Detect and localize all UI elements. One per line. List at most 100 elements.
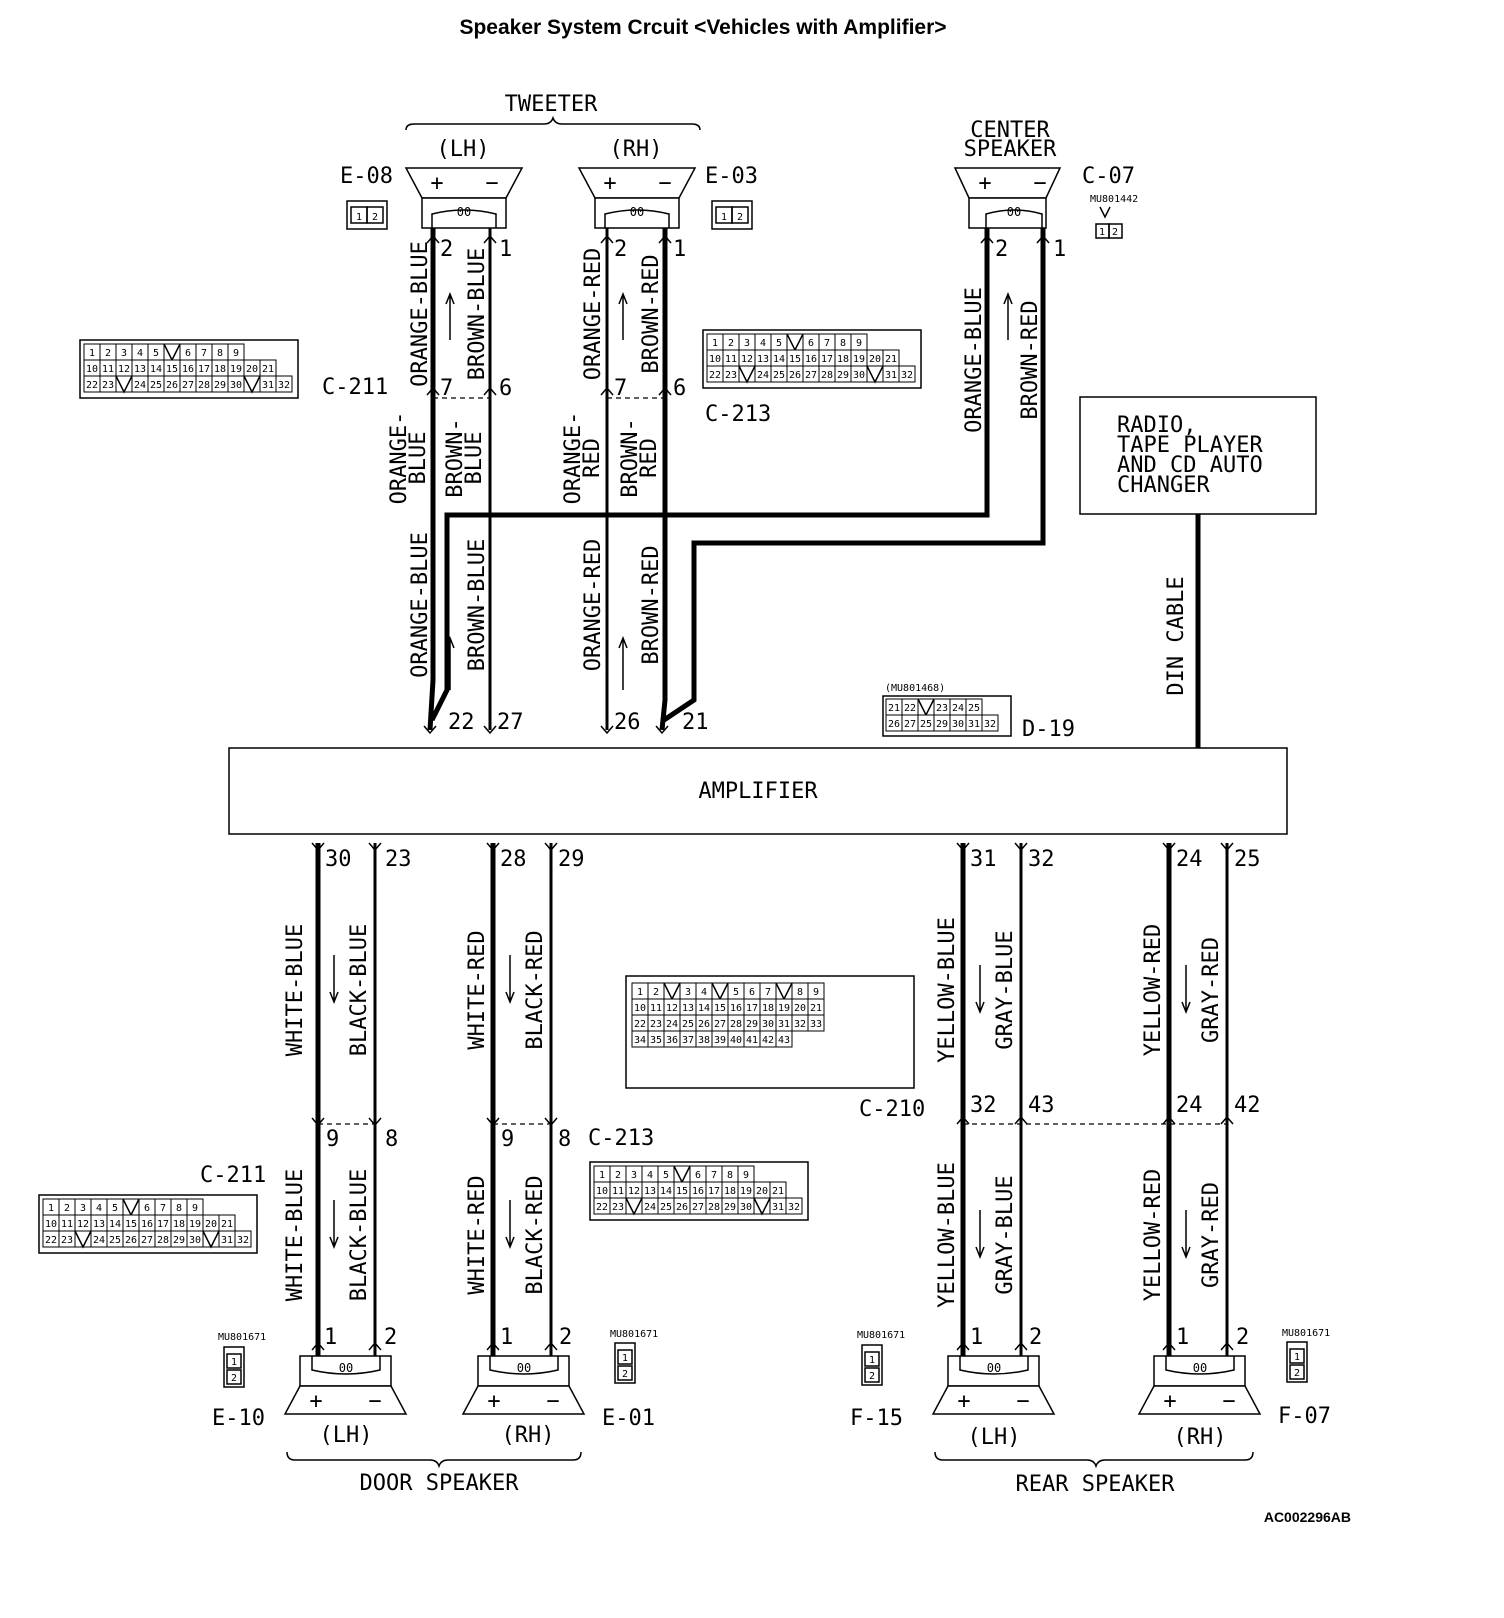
connector-pin-cell — [785, 1197, 803, 1215]
center-speaker-label-line1: CENTER — [970, 118, 1050, 143]
connector-pin-number: 1 — [637, 987, 643, 998]
connector-pin-number: 17 — [746, 1003, 758, 1014]
connector-pin-number: 3 — [121, 348, 127, 359]
pin-label: 9 — [501, 1127, 514, 1152]
connector-pin-number: 22 — [86, 380, 98, 391]
connector-pin-number: 22 — [634, 1019, 646, 1030]
connector-pin-number: 1 — [712, 338, 718, 349]
connector-pin-number: 8 — [217, 348, 223, 359]
wire-color-label: BLACK-BLUE — [347, 1169, 372, 1301]
connector-c211-top-label: C-211 — [322, 375, 388, 400]
svg-text:1: 1 — [869, 1355, 875, 1366]
connector-pin-number: 18 — [762, 1003, 774, 1014]
connector-pin-number: 9 — [192, 1203, 198, 1214]
connector-pin-number: 29 — [837, 370, 849, 381]
coil-icon: 00 — [457, 205, 471, 219]
connector-pin-cell — [981, 714, 999, 732]
connector-pin-number: 7 — [160, 1203, 166, 1214]
connector-c211-bottom-label: C-211 — [200, 1163, 266, 1188]
connector-pin-number: 13 — [93, 1219, 105, 1230]
pin-label: 1 — [1176, 1325, 1189, 1350]
connector-pin-cell — [202, 1230, 220, 1248]
wire-color-label: ORANGE-BLUE — [408, 532, 433, 678]
connector-pin-number: 29 — [724, 1202, 736, 1213]
connector-pin-number: 4 — [760, 338, 766, 349]
connector-pin-number: 12 — [118, 364, 130, 375]
connector-pin-number: 13 — [682, 1003, 694, 1014]
connector-pin-number: 28 — [821, 370, 833, 381]
coil-icon: 00 — [1007, 205, 1021, 219]
reference-code: AC002296AB — [1264, 1509, 1351, 1525]
connector-pin-number: 18 — [724, 1186, 736, 1197]
connector-pin-number: 13 — [757, 354, 769, 365]
connector-pin-number: 18 — [214, 364, 226, 375]
wire-color-label: BROWN- — [443, 418, 468, 497]
pin-label: 2 — [384, 1325, 397, 1350]
pin-label: 25 — [1234, 847, 1261, 872]
wire-color-label: YELLOW-BLUE — [935, 917, 960, 1063]
connector-pin-number: 2 — [105, 348, 111, 359]
connector-pin-number: 14 — [150, 364, 162, 375]
connector-pin-number: 9 — [233, 348, 239, 359]
connector-pin-cell — [775, 1030, 793, 1048]
svg-text:1: 1 — [721, 212, 727, 223]
part-number-e01: MU801671 — [610, 1329, 658, 1340]
connector-pin-number: 12 — [628, 1186, 640, 1197]
connector-pin-number: 26 — [125, 1235, 137, 1246]
connector-pin-number: 37 — [682, 1035, 694, 1046]
wire-color-label: BLACK-BLUE — [347, 924, 372, 1056]
minus-icon: − — [1222, 1389, 1235, 1414]
wire-color-label: ORANGE- — [387, 412, 412, 505]
connector-pin-number: 28 — [730, 1019, 742, 1030]
part-number-d19: (MU801468) — [885, 683, 945, 694]
connector-pin-number: 10 — [634, 1003, 646, 1014]
amplifier-box: AMPLIFIER — [228, 747, 1288, 835]
wire-rear-lh — [960, 843, 1023, 1356]
connector-pin-number: 15 — [125, 1219, 137, 1230]
pin-label: 1 — [673, 237, 686, 262]
pin-label: 2 — [995, 237, 1008, 262]
connector-blank-mark — [753, 1197, 771, 1216]
part-number-f15: MU801671 — [857, 1330, 905, 1341]
plus-icon: + — [957, 1389, 970, 1414]
pin-label: 24 — [1176, 1093, 1203, 1118]
connector-pin-number: 16 — [141, 1219, 153, 1230]
pin-label: 1 — [1053, 237, 1066, 262]
svg-text:2: 2 — [622, 1369, 628, 1380]
connector-pin-number: 41 — [746, 1035, 758, 1046]
wire-color-label: YELLOW-RED — [1141, 1169, 1166, 1301]
svg-text:2: 2 — [1112, 227, 1118, 238]
wire-color-label: BLACK-RED — [523, 930, 548, 1049]
connector-pin-cell — [898, 365, 916, 383]
tweeter-lh-speaker: + − 00 — [404, 167, 524, 229]
up-arrow-icon — [445, 291, 1013, 690]
connector-pin-number: 24 — [644, 1202, 656, 1213]
connector-pin-number: 32 — [278, 380, 290, 391]
connector-pin-number: 7 — [765, 987, 771, 998]
plus-icon: + — [309, 1389, 322, 1414]
center-speaker: + − 00 — [953, 167, 1062, 229]
rear-speaker-rh: 00 + − — [1137, 1355, 1262, 1415]
svg-text:1: 1 — [1099, 227, 1105, 238]
connector-pin-number: 23 — [650, 1019, 662, 1030]
plus-icon: + — [603, 171, 616, 196]
connector-pin-number: 11 — [612, 1186, 624, 1197]
connector-pin-number: 24 — [757, 370, 769, 381]
radio-box: RADIO, TAPE PLAYER AND CD AUTO CHANGER — [1079, 396, 1317, 515]
connector-pin-number: 8 — [797, 987, 803, 998]
connector-pin-number: 25 — [773, 370, 785, 381]
wire-color-label: WHITE-RED — [465, 1175, 490, 1294]
connector-blank-mark — [625, 1197, 643, 1216]
connector-pin-number: 24 — [666, 1019, 678, 1030]
plus-icon: + — [978, 171, 991, 196]
connector-pin-number: 30 — [230, 380, 242, 391]
plus-icon: + — [430, 171, 443, 196]
wire-door-lh — [315, 843, 377, 1356]
connector-pin-number: 21 — [221, 1219, 233, 1230]
down-arrow-icon — [329, 955, 1191, 1260]
connector-pin-number: 27 — [904, 719, 916, 730]
connector-pin-number: 19 — [189, 1219, 201, 1230]
